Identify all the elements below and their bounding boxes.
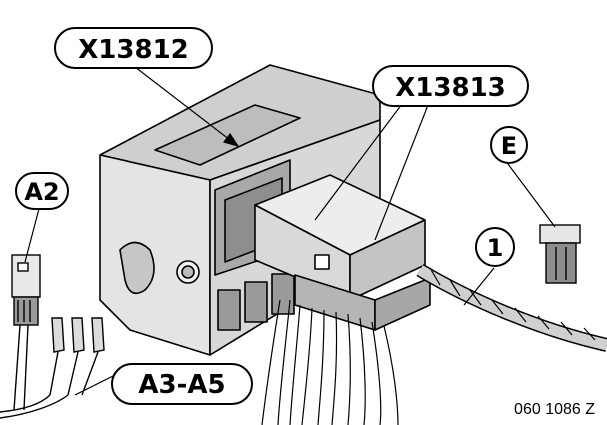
label-e: E [490,126,528,164]
terminal-a2 [11,254,41,411]
label-a3-a5: A3-A5 [111,363,253,405]
label-a3-a5-text: A3-A5 [138,370,225,400]
leader-lines [24,66,556,396]
sheathed-cable [416,263,607,352]
label-a2-text: A2 [24,178,59,206]
label-1-text: 1 [487,234,504,262]
plug-x13813 [254,174,431,331]
label-1: 1 [475,227,515,267]
item-e-connector [539,224,581,284]
wire-bundle [261,299,399,425]
label-e-text: E [501,132,517,160]
figure-code: 060 1086 Z [514,401,595,418]
label-a2: A2 [15,172,69,210]
label-x13813-text: X13813 [395,73,506,103]
terminals-a3-a5 [0,317,105,419]
label-x13813: X13813 [372,65,529,107]
label-x13812-text: X13812 [78,35,189,65]
label-x13812: X13812 [54,27,213,69]
